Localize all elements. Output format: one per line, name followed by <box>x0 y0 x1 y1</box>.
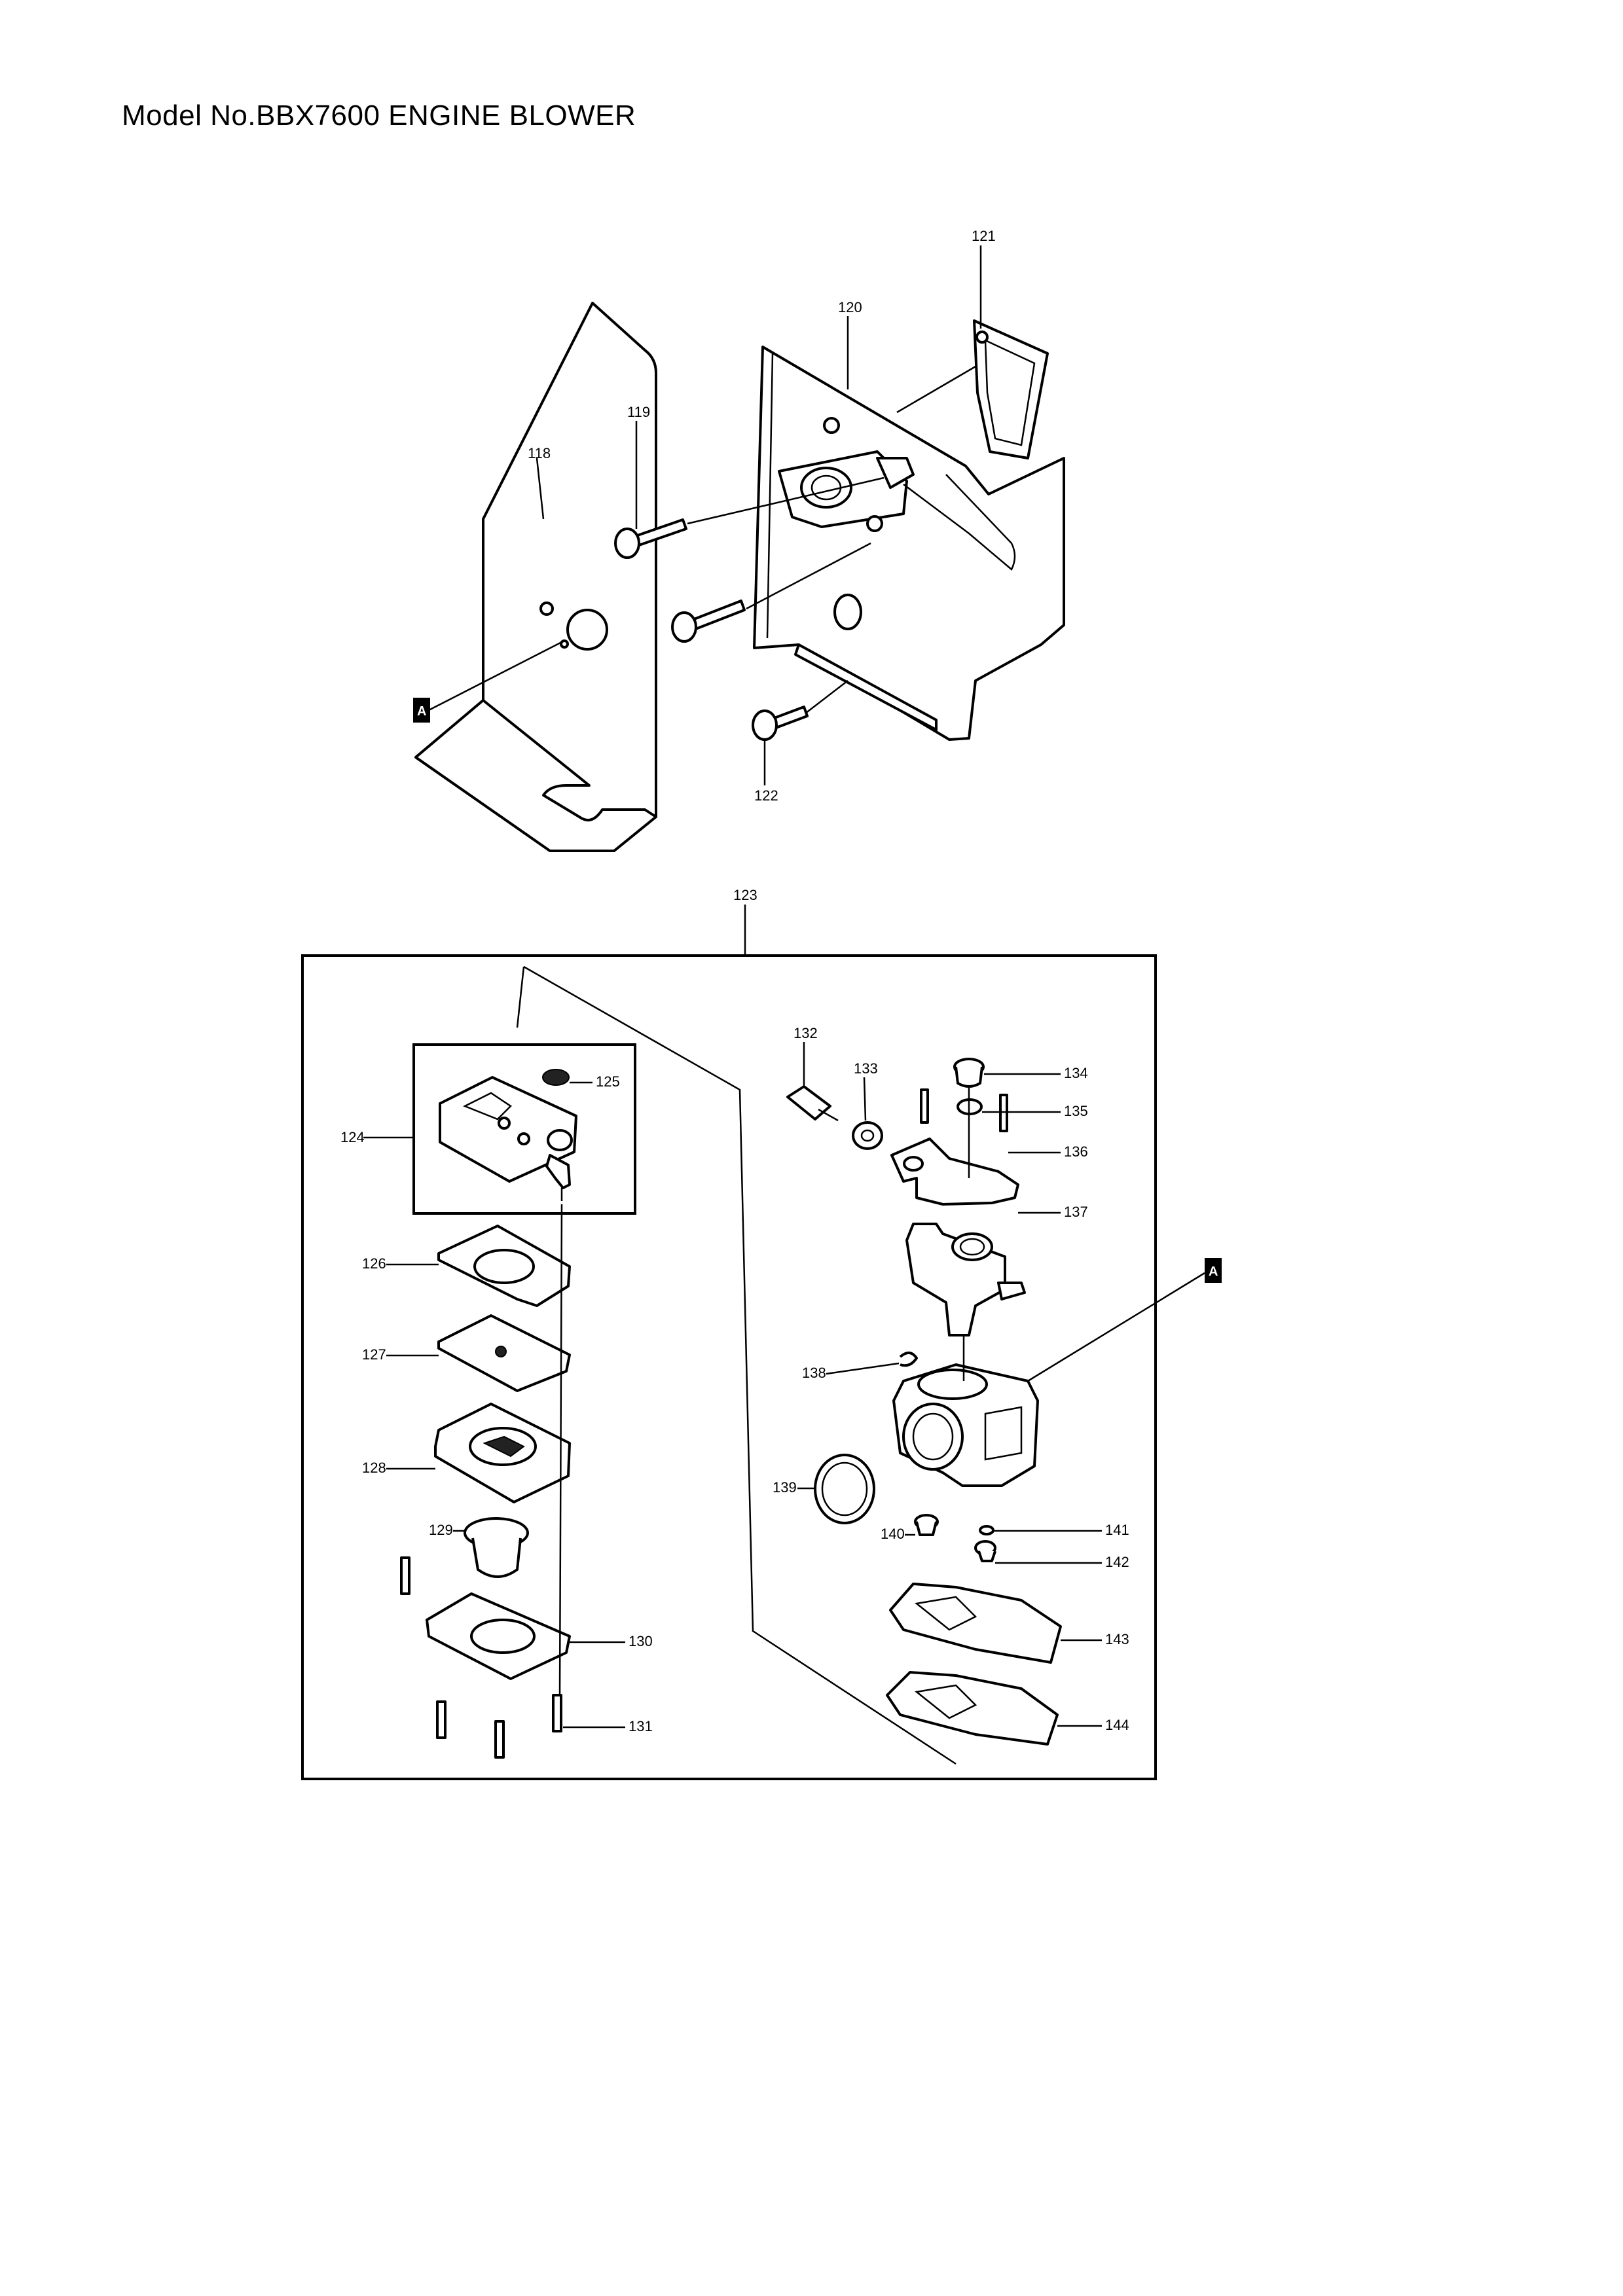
callout-130: 130 <box>629 1633 653 1649</box>
part-121-gasket <box>973 319 1049 459</box>
callout-123: 123 <box>733 887 757 903</box>
part-118-heat-shield <box>414 302 657 852</box>
part-136-screw <box>920 1088 1008 1132</box>
callout-133: 133 <box>854 1060 878 1077</box>
callout-138: 138 <box>802 1365 826 1381</box>
part-140-plug <box>914 1514 939 1536</box>
callout-118: 118 <box>528 445 551 461</box>
plate-flange <box>794 643 938 731</box>
callout-124: 124 <box>340 1129 365 1145</box>
part-124-pump-cover <box>439 1076 577 1201</box>
callout-135: 135 <box>1064 1103 1088 1119</box>
part-143-gasket <box>889 1583 1062 1664</box>
callout-129: 129 <box>429 1522 453 1538</box>
part-138-clip <box>899 1352 918 1367</box>
callout-122: 122 <box>754 787 778 804</box>
callout-132: 132 <box>793 1025 818 1041</box>
part-120-insulator-plate <box>753 346 1065 741</box>
part-137-lever-plate <box>890 1138 1019 1206</box>
callout-143: 143 <box>1105 1631 1129 1647</box>
assembly-guide-line <box>523 965 957 1765</box>
part-134-cap <box>953 1058 985 1088</box>
callout-125: 125 <box>596 1073 620 1090</box>
part-128-pump-body <box>434 1403 571 1503</box>
part-126-gasket <box>437 1225 571 1307</box>
svg-text:A: A <box>1209 1265 1218 1279</box>
callout-119: 119 <box>627 404 650 420</box>
part-throttle-shaft <box>905 1223 1026 1336</box>
callout-126: 126 <box>362 1255 386 1272</box>
leader-lines-upper <box>428 245 982 785</box>
part-carburetor-body <box>892 1363 1039 1487</box>
callout-134: 134 <box>1064 1065 1088 1081</box>
part-125-filter-screen <box>542 1069 570 1086</box>
section-marker-a-lower: A <box>1205 1258 1222 1283</box>
part-131-screws <box>400 1556 562 1759</box>
part-141-o-ring <box>979 1525 994 1535</box>
callout-127: 127 <box>362 1346 386 1363</box>
callout-136: 136 <box>1064 1143 1088 1160</box>
part-133-nut <box>852 1121 883 1150</box>
part-127-diaphragm <box>437 1314 571 1392</box>
page-title: Model No.BBX7600 ENGINE BLOWER <box>122 99 636 132</box>
section-marker-a-upper: A <box>413 698 430 723</box>
callout-128: 128 <box>362 1460 386 1476</box>
callout-142: 142 <box>1105 1554 1129 1570</box>
callout-139: 139 <box>773 1479 797 1496</box>
callout-137: 137 <box>1064 1204 1088 1220</box>
callout-141: 141 <box>1105 1522 1129 1538</box>
svg-text:A: A <box>417 704 426 719</box>
callout-121: 121 <box>972 228 996 244</box>
part-139-o-ring <box>814 1454 875 1524</box>
part-130-cover <box>426 1592 571 1680</box>
part-132-adjust-screw <box>786 1085 839 1122</box>
part-122-screw <box>752 706 809 741</box>
carburetor-assembly-frame <box>301 954 1157 1780</box>
callout-144: 144 <box>1105 1717 1129 1733</box>
part-142-needle <box>974 1540 996 1562</box>
part-124-pump-cover-frame <box>412 1043 636 1215</box>
part-144-diaphragm <box>886 1671 1059 1746</box>
part-129-cup <box>464 1517 529 1578</box>
callout-120: 120 <box>838 299 862 315</box>
callout-140: 140 <box>881 1526 905 1542</box>
callout-131: 131 <box>629 1718 653 1734</box>
part-119-screws <box>614 518 746 643</box>
